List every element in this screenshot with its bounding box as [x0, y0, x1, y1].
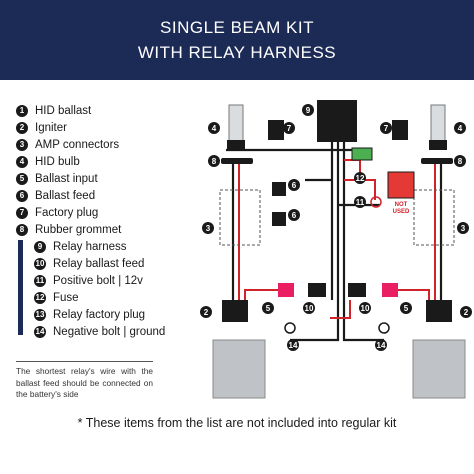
black-harness-wires	[226, 142, 443, 342]
callout-label: 4	[458, 124, 463, 133]
legend-label: Ballast input	[35, 173, 98, 185]
legend-number: 13	[34, 309, 46, 321]
legend-number: 4	[16, 156, 28, 168]
left-relay-ballast-feed	[308, 283, 326, 297]
title-line-1: SINGLE BEAM KIT	[160, 18, 314, 37]
legend-label: Igniter	[35, 122, 67, 134]
legend-item-ballast-input: 5 Ballast input	[16, 171, 98, 187]
callout-label: 11	[356, 198, 365, 207]
legend-label: Ballast feed	[35, 190, 96, 202]
not-used-line-1: NOT	[395, 202, 408, 208]
legend-label: HID ballast	[35, 105, 92, 117]
legend-item-positive-bolt: 11 Positive bolt | 12v	[34, 273, 143, 289]
legend-item-fuse: 12 Fuse	[34, 290, 79, 306]
callout-label: 10	[361, 304, 370, 313]
legend-number: 8	[16, 224, 28, 236]
legend-item-rubber-grommet: 8 Rubber grommet	[16, 222, 121, 238]
left-igniter	[222, 300, 248, 322]
callout-label: 8	[458, 157, 463, 166]
callout-label: 9	[306, 106, 311, 115]
callout-label: 14	[377, 341, 386, 350]
callout-label: 7	[287, 124, 292, 133]
legend-number: 10	[34, 258, 46, 270]
legend-item-relay-harness: 9 Relay harness	[34, 239, 127, 255]
legend-label: HID bulb	[35, 156, 80, 168]
legend-number: 14	[34, 326, 46, 338]
legend-number: 7	[16, 207, 28, 219]
legend-label: Positive bolt | 12v	[53, 275, 143, 287]
left-rubber-grommet	[221, 158, 253, 164]
callout-label: 10	[305, 304, 314, 313]
legend-item-relay-ballast-feed: 10 Relay ballast feed	[34, 256, 144, 272]
legend-item-ballast-feed: 6 Ballast feed	[16, 188, 95, 204]
legend-number: 9	[34, 241, 46, 253]
right-ballast-input	[382, 283, 398, 297]
legend-number: 6	[16, 190, 28, 202]
callout-label: 2	[464, 308, 469, 317]
right-hid-ballast	[412, 339, 466, 399]
legend-item-amp-connectors: 3 AMP connectors	[16, 137, 119, 153]
left-amp-connectors	[219, 189, 261, 246]
footer-note: * These items from the list are not incl…	[77, 416, 397, 430]
legend-label: Fuse	[53, 292, 79, 304]
relay-box	[317, 100, 357, 142]
fuse	[351, 147, 373, 161]
right-rubber-grommet	[421, 158, 453, 164]
callout-label: 12	[356, 174, 365, 183]
left-hid-bulb	[227, 104, 245, 150]
callout-markers: 4 7 7 4 8 8 6 6 3 3 9 12 11 2 2 5 5 10 1…	[200, 104, 472, 351]
callout-label: 3	[461, 224, 466, 233]
title-line-2: WITH RELAY HARNESS	[137, 43, 337, 62]
legend-number: 3	[16, 139, 28, 151]
legend-label: Relay harness	[53, 241, 127, 253]
legend-number: 11	[34, 275, 46, 287]
legend-item-factory-plug: 7 Factory plug	[16, 205, 98, 221]
legend-number: 1	[16, 105, 28, 117]
legend-item-igniter: 2 Igniter	[16, 120, 67, 136]
right-factory-plug	[392, 120, 408, 140]
callout-label: 5	[266, 304, 271, 313]
left-factory-plug	[268, 120, 284, 140]
callout-label: 6	[292, 211, 297, 220]
right-negative-bolt	[378, 322, 390, 334]
positive-bolt	[370, 196, 382, 208]
legend-label: AMP connectors	[35, 139, 120, 151]
legend-item-negative-bolt: 14 Negative bolt | ground	[34, 324, 165, 340]
left-ballast-input	[278, 283, 294, 297]
legend-number: 2	[16, 122, 28, 134]
legend-label: Relay ballast feed	[53, 258, 145, 270]
legend-number: 5	[16, 173, 28, 185]
legend-label: Negative bolt | ground	[53, 326, 166, 338]
ballast-feed-connector	[272, 182, 286, 196]
callout-label: 8	[212, 157, 217, 166]
callout-label: 14	[289, 341, 298, 350]
callout-label: 2	[204, 308, 209, 317]
legend-item-relay-factory-plug: 13 Relay factory plug	[34, 307, 145, 323]
not-used-line-2: USED	[393, 209, 410, 215]
right-hid-bulb	[429, 104, 447, 150]
red-wires	[238, 158, 436, 319]
legend-label: Rubber grommet	[35, 224, 122, 236]
legend-item-hid-bulb: 4 HID bulb	[16, 154, 80, 170]
left-hid-ballast	[212, 339, 266, 399]
title-banner: SINGLE BEAM KIT WITH RELAY HARNESS	[0, 0, 474, 80]
callout-label: 4	[212, 124, 217, 133]
legend-label: Factory plug	[35, 207, 99, 219]
legend-label: Relay factory plug	[53, 309, 146, 321]
wiring-note: The shortest relay's wire with the balla…	[16, 361, 153, 401]
callout-label: 6	[292, 181, 297, 190]
legend-item-hid-ballast: 1 HID ballast	[16, 103, 91, 119]
optional-items-bar	[18, 240, 23, 335]
callout-label: 7	[384, 124, 389, 133]
right-igniter	[426, 300, 452, 322]
right-relay-ballast-feed	[348, 283, 366, 297]
relay-factory-plug	[387, 171, 415, 199]
callout-label: 5	[404, 304, 409, 313]
legend-number: 12	[34, 292, 46, 304]
ballast-feed-connector	[272, 212, 286, 226]
callout-label: 3	[206, 224, 211, 233]
left-negative-bolt	[284, 322, 296, 334]
right-amp-connectors	[413, 189, 455, 246]
